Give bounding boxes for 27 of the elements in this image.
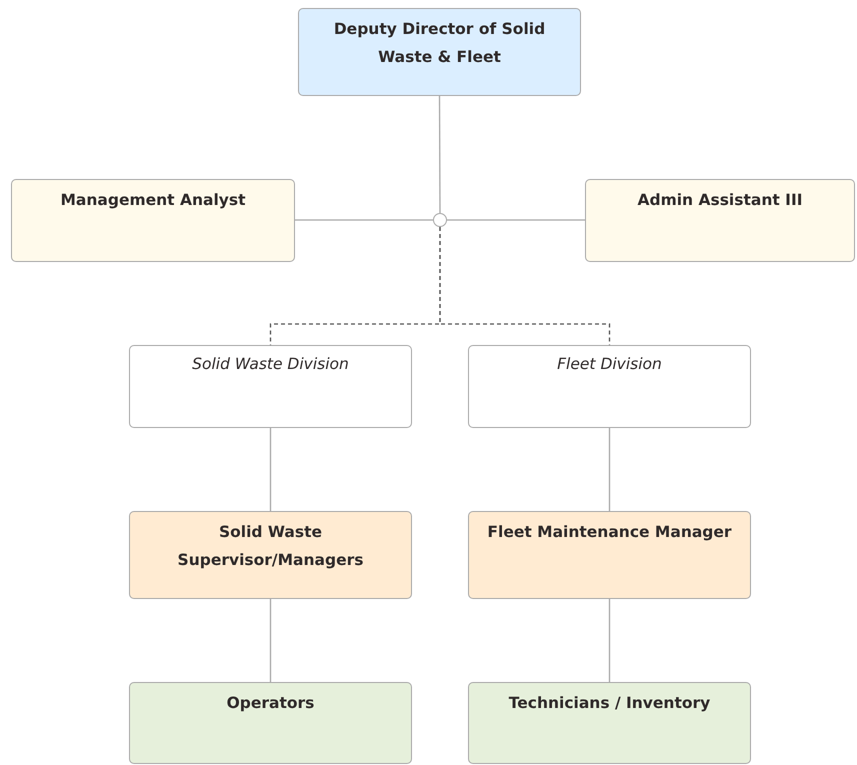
connector-line [270, 428, 272, 511]
division-title: Fleet Division [556, 354, 663, 375]
position-box [129, 511, 412, 599]
connector-line [447, 219, 585, 221]
position-box [468, 682, 751, 764]
position-title: Solid Waste Supervisor/Managers [176, 522, 364, 571]
position-box [298, 8, 581, 96]
position-title: Management Analyst [59, 190, 247, 211]
position-box [129, 682, 412, 764]
division-box [468, 345, 751, 428]
junction-circle [433, 213, 447, 227]
dashed-connector [439, 227, 610, 345]
division-title: Solid Waste Division [191, 354, 350, 375]
position-box [11, 179, 295, 262]
position-title: Deputy Director of Solid Waste & Fleet [332, 19, 546, 68]
division-box [129, 345, 412, 428]
connector-line [270, 599, 272, 682]
connector-line [608, 428, 610, 511]
position-box [468, 511, 751, 599]
position-title: Admin Assistant III [636, 190, 804, 211]
connector-line [295, 219, 433, 221]
position-box [585, 179, 855, 262]
position-title: Operators [226, 693, 316, 714]
connector-line [608, 599, 610, 682]
connector-line [438, 96, 441, 213]
position-title: Technicians / Inventory [508, 693, 712, 714]
position-title: Fleet Maintenance Manager [486, 522, 733, 543]
